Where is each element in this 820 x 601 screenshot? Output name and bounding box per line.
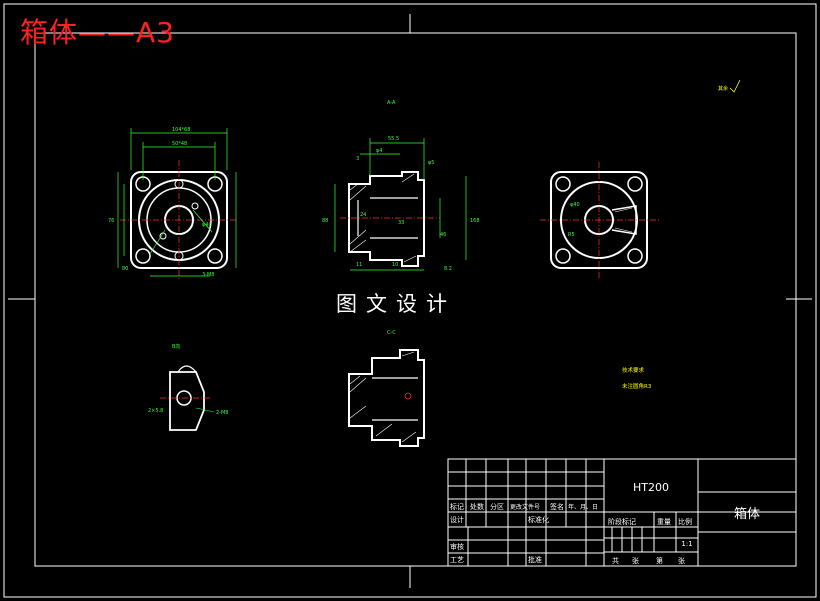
svg-text:R5: R5	[568, 232, 575, 238]
section-c-c: C-C	[348, 330, 425, 447]
hdr-date: 年、月、日	[568, 503, 598, 511]
title-block	[447, 458, 797, 567]
part-name-text: 箱体	[734, 506, 760, 522]
scale-value: 1:1	[681, 540, 692, 548]
svg-text:80: 80	[122, 266, 128, 272]
view-b: B向 2×5.8 2-M8	[148, 343, 228, 431]
svg-text:φ5: φ5	[428, 160, 434, 166]
row-review: 审核	[450, 542, 464, 551]
row-process: 工艺	[450, 556, 464, 564]
svg-text:2-M8: 2-M8	[216, 410, 228, 416]
svg-text:11: 11	[356, 262, 362, 268]
centering-marks	[8, 14, 812, 588]
svg-text:φ40: φ40	[570, 202, 580, 208]
hdr-mark: 标记	[450, 502, 464, 511]
svg-text:8.2: 8.2	[444, 266, 452, 272]
row-weight: 重量	[657, 518, 671, 526]
svg-text:2×5.8: 2×5.8	[148, 408, 163, 414]
front-view: 104*68 50*48 76 φ40 80 3-M8	[108, 127, 238, 280]
row-stage: 阶段标记	[608, 517, 636, 526]
view-label-c-c: C-C	[387, 330, 396, 336]
hdr-docno: 更改文件号	[510, 503, 540, 511]
svg-text:50*48: 50*48	[172, 141, 187, 147]
roughness-symbol: 其余	[718, 79, 741, 93]
svg-text:3-M8: 3-M8	[202, 272, 214, 278]
row-sheet: 张	[678, 556, 685, 565]
material-text: HT200	[633, 481, 669, 494]
svg-text:168: 168	[470, 218, 480, 224]
svg-text:76: 76	[108, 218, 114, 224]
section-a-a: A-A 55.5 φ4 3 φ5 88	[322, 100, 480, 272]
watermark-text: 图文设计	[336, 292, 456, 316]
hdr-zone: 分区	[490, 502, 504, 511]
row-design: 设计	[450, 515, 464, 524]
title-block-text: HT200 箱体 1:1 标记 处数 分区 更改文件号 签名 年、月、日 设计 …	[450, 481, 760, 565]
row-no: 第	[656, 556, 663, 565]
svg-text:104*68: 104*68	[172, 127, 190, 133]
roughness-note: 其余	[718, 85, 728, 92]
view-label-a-a: A-A	[387, 100, 396, 106]
side-view: φ40 R5	[540, 162, 660, 280]
row-sheets: 张	[632, 556, 639, 565]
svg-text:φ4: φ4	[376, 148, 382, 154]
svg-text:33: 33	[398, 220, 404, 226]
tech-req-note: 未注圆角R3	[622, 382, 652, 390]
hdr-qty: 处数	[470, 502, 484, 511]
svg-text:88: 88	[322, 218, 328, 224]
svg-text:10: 10	[392, 262, 398, 268]
svg-text:φ40: φ40	[202, 222, 212, 228]
row-approve: 批准	[528, 555, 542, 564]
row-total: 共	[612, 556, 619, 565]
sheet-title: 箱体——A3	[20, 16, 175, 49]
view-label-b: B向	[172, 343, 180, 350]
hdr-sign: 签名	[550, 502, 564, 511]
svg-text:3: 3	[356, 156, 359, 162]
row-scale: 比例	[678, 517, 692, 526]
svg-text:24: 24	[360, 212, 366, 218]
row-std: 标准化	[528, 515, 549, 524]
svg-text:46: 46	[440, 232, 446, 238]
tech-req-title: 技术要求	[622, 366, 645, 374]
outer-frame	[3, 3, 817, 598]
svg-text:55.5: 55.5	[388, 136, 399, 142]
